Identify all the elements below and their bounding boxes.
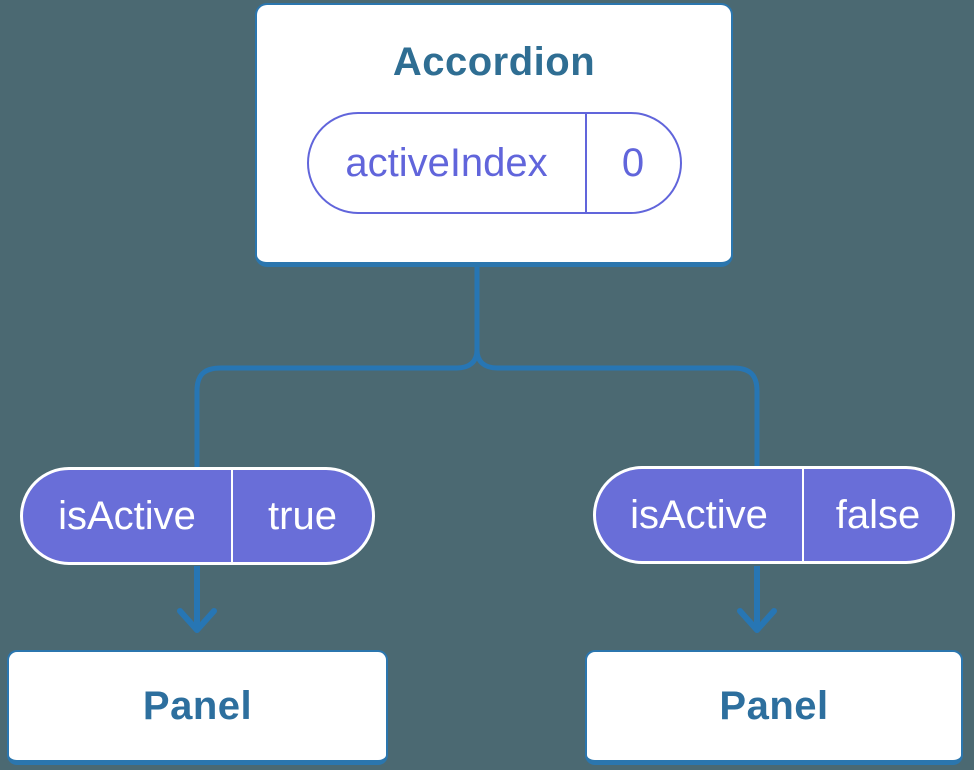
panel-card-left: Panel [7,650,388,765]
panel-card-right: Panel [585,650,963,765]
prop-value: true [268,493,337,538]
panel-label: Panel [142,683,253,728]
panel-label: Panel [719,683,829,728]
component-title: Accordion [392,40,596,84]
prop-name: isActive [596,469,804,561]
arrow-down-icon [177,566,217,633]
prop-pill-isactive-true: isActive true [20,467,375,565]
prop-name: isActive [23,470,233,562]
state-name: activeIndex [309,114,587,212]
connector-branch-left [194,349,480,470]
prop-pill-isactive-false: isActive false [593,466,955,564]
connector-branch-right [474,349,760,470]
state-value: 0 [621,140,645,185]
prop-value: false [835,492,921,537]
accordion-component-card: Accordion activeIndex 0 [255,3,733,267]
arrow-down-icon [737,566,777,633]
state-pill: activeIndex 0 [306,112,682,214]
